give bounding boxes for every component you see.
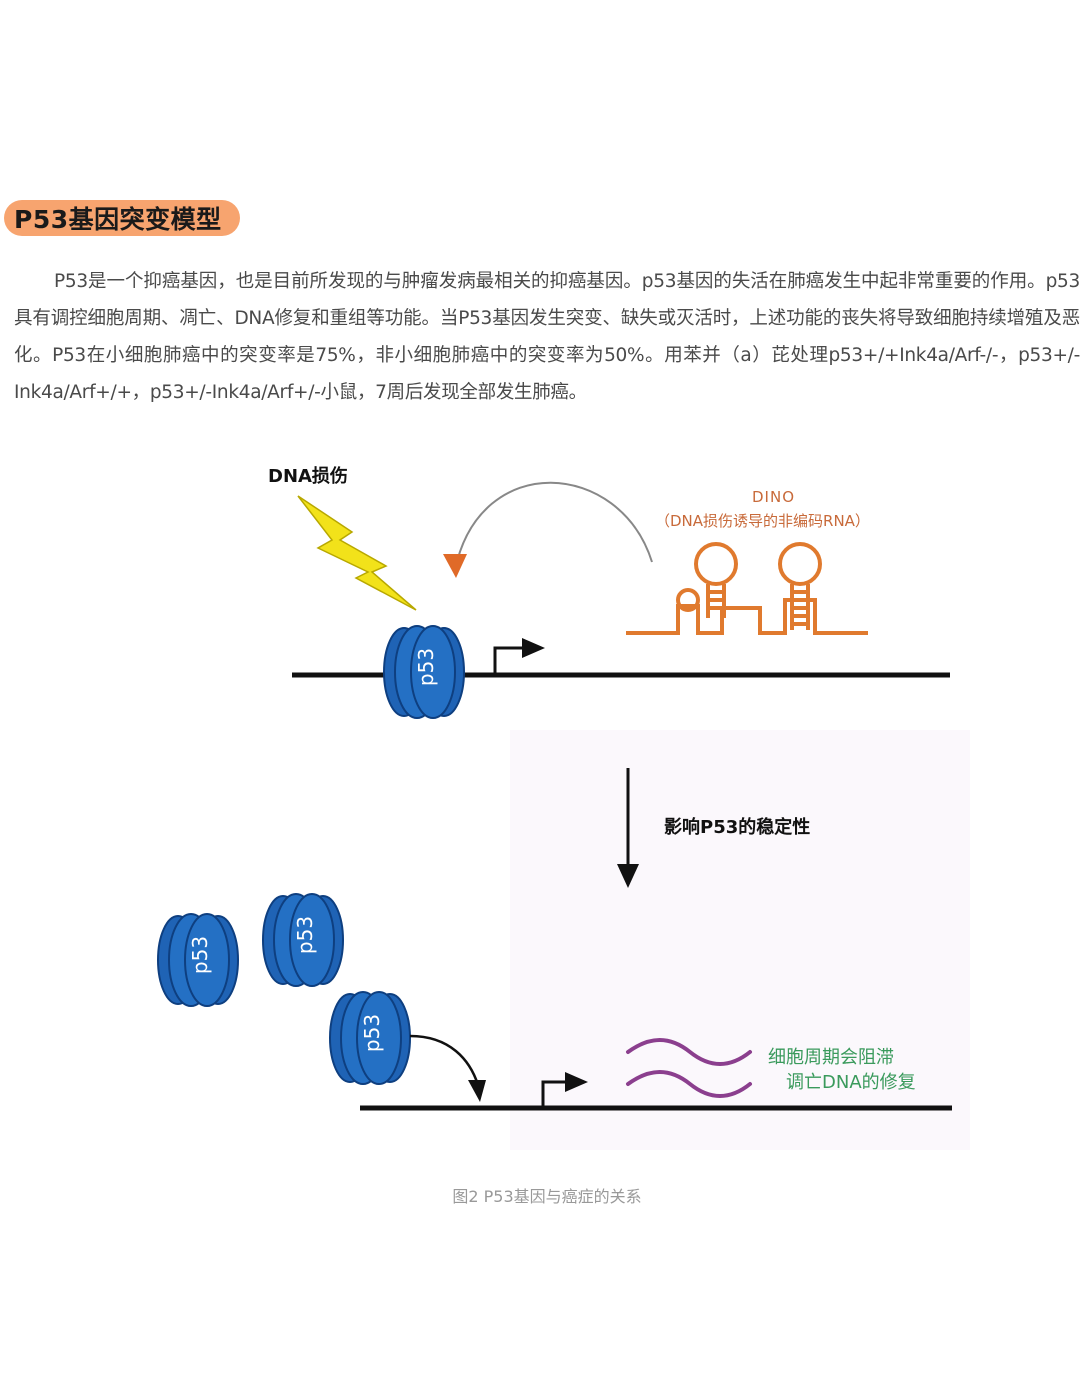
dna-damage-label: DNA损伤	[268, 466, 348, 487]
p53-label-free-2: p53	[293, 915, 317, 955]
dino-rna-structure	[626, 542, 868, 635]
p53-label-free-1: p53	[188, 935, 212, 975]
p53-label-bound: p53	[414, 647, 438, 687]
feedback-arrowhead	[443, 554, 467, 578]
promoter-arrow-bottom	[541, 1080, 570, 1108]
background-panel	[510, 730, 970, 1150]
body-paragraph: P53是一个抑癌基因，也是目前所发现的与肿瘤发病最相关的抑癌基因。p53基因的失…	[14, 271, 1080, 403]
binding-arrow	[409, 1034, 480, 1086]
dino-label: DINO	[752, 488, 796, 506]
p53-label-free-3: p53	[360, 1013, 384, 1053]
section-heading: P53基因突变模型	[4, 200, 240, 236]
figure-caption: 图2 P53基因与癌症的关系	[452, 1187, 642, 1206]
stability-label: 影响P53的稳定性	[664, 817, 811, 838]
promoter-arrow-top	[493, 646, 528, 675]
p53-figure: DNA损伤 DINO （DNA损伤诱导的非编码RNA） 影响P53的稳定性 细胞…	[0, 440, 1080, 1180]
mrna-wave-icon	[626, 1038, 752, 1098]
dino-sub-label: （DNA损伤诱导的非编码RNA）	[655, 512, 870, 530]
p53-diagram	[157, 481, 970, 1150]
feedback-arrow	[454, 481, 653, 571]
outcome-line-1: 细胞周期会阻滞	[768, 1047, 894, 1068]
lightning-icon	[297, 495, 417, 611]
outcome-line-2: 调亡DNA的修复	[786, 1072, 916, 1093]
section-heading-text: P53基因突变模型	[14, 205, 222, 234]
